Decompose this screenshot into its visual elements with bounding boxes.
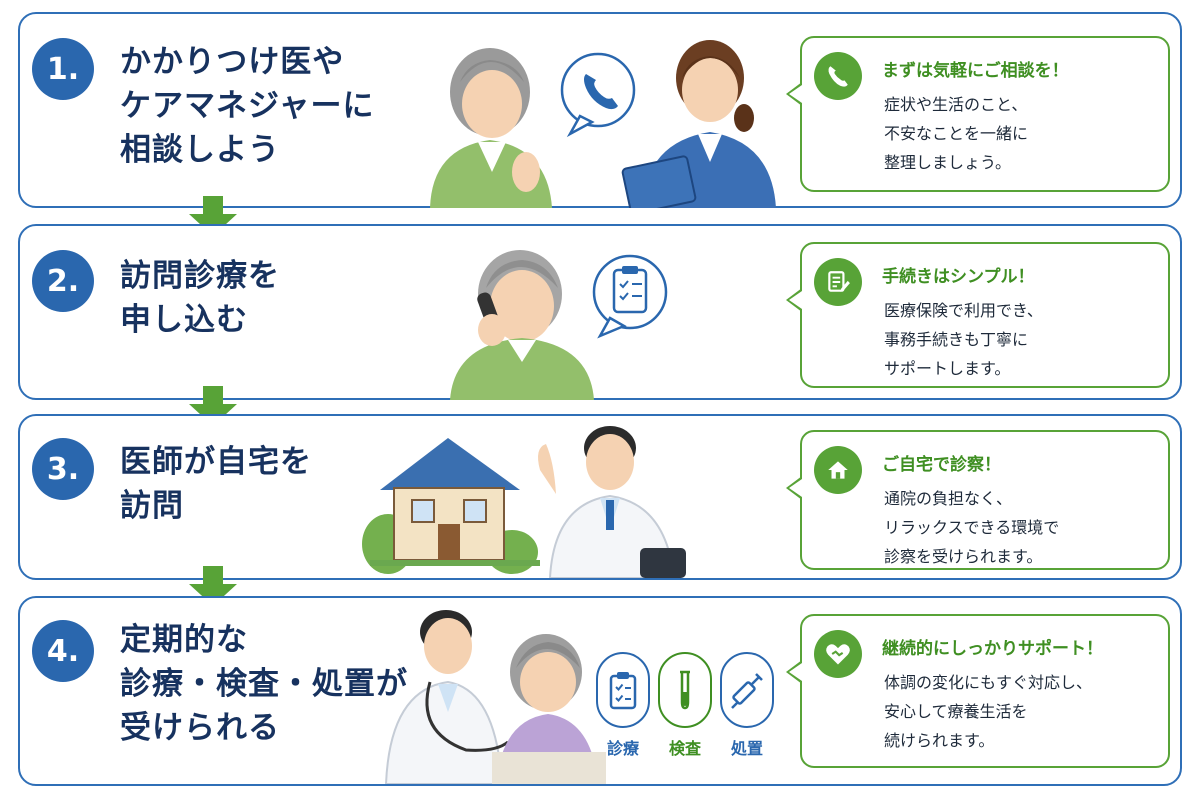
- step-2-tip-bubble: 手続きはシンプル！ 医療保険で利用でき、 事務手続きも丁寧に サポートします。: [786, 242, 1170, 388]
- step-number: 1.: [32, 38, 94, 100]
- tip-headline: ご自宅で診察！: [882, 455, 1001, 475]
- service-label: 検査: [668, 739, 701, 758]
- step-title: 医師が自宅を 訪問: [120, 444, 312, 524]
- tip-body: 症状や生活のこと、 不安なことを一緒に 整理しましょう。: [884, 95, 1029, 172]
- tip-headline: 継続的にしっかりサポート！: [882, 639, 1103, 659]
- tip-body: 医療保険で利用でき、 事務手続きも丁寧に サポートします。: [884, 301, 1043, 378]
- home-visit-illustration: [362, 426, 686, 578]
- house-icon: [814, 446, 862, 494]
- step-3-tip-bubble: ご自宅で診察！ 通院の負担なく、 リラックスできる環境で 診察を受けられます。: [786, 430, 1170, 570]
- step-4-tip-bubble: 継続的にしっかりサポート！ 体調の変化にもすぐ対応し、 安心して療養生活を 続け…: [786, 614, 1170, 768]
- tip-headline: まずは気軽にご相談を！: [882, 61, 1069, 81]
- clipboard-icon: [596, 652, 650, 728]
- down-arrow-icon: [189, 566, 237, 606]
- step-3-panel: 3. 医師が自宅を 訪問 ご自宅で診察！ 通院の負担なく、 リラックスできる環境…: [18, 414, 1182, 580]
- down-arrow-icon: [189, 196, 237, 236]
- down-arrow-icon: [189, 386, 237, 426]
- step-1-tip-bubble: まずは気軽にご相談を！ 症状や生活のこと、 不安なことを一緒に 整理しましょう。: [786, 36, 1170, 192]
- step-title: かかりつけ医や ケアマネジャーに 相談しよう: [120, 44, 375, 168]
- service-label: 処置: [730, 739, 763, 758]
- step-title: 定期的な 診療・検査・処置が 受けられる: [120, 622, 408, 746]
- service-label: 診療: [606, 739, 639, 758]
- step-number: 2.: [32, 250, 94, 312]
- tip-body: 通院の負担なく、 リラックスできる環境で 診察を受けられます。: [884, 489, 1060, 566]
- heart-handshake-icon: [814, 630, 862, 678]
- document-pen-icon: [814, 258, 862, 306]
- application-illustration: [450, 250, 668, 400]
- tip-headline: 手続きはシンプル！: [882, 267, 1035, 287]
- examination-illustration: [384, 610, 606, 784]
- step-number: 4.: [32, 620, 94, 682]
- step-2-panel: 2. 訪問診療を 申し込む 手続きはシンプル！ 医療保険で利用でき、 事務手続き…: [18, 224, 1182, 400]
- step-title: 訪問診療を 申し込む: [120, 258, 280, 338]
- step-number: 3.: [32, 438, 94, 500]
- step-1-panel: 1. かかりつけ医や ケアマネジャーに 相談しよう まずは気軽にご相談を！: [18, 12, 1182, 208]
- consultation-illustration: [430, 40, 776, 208]
- tip-body: 体調の変化にもすぐ対応し、 安心して療養生活を 続けられます。: [884, 673, 1093, 750]
- test-tube-icon: [658, 652, 712, 728]
- syringe-icon: [720, 652, 774, 728]
- phone-icon: [814, 52, 862, 100]
